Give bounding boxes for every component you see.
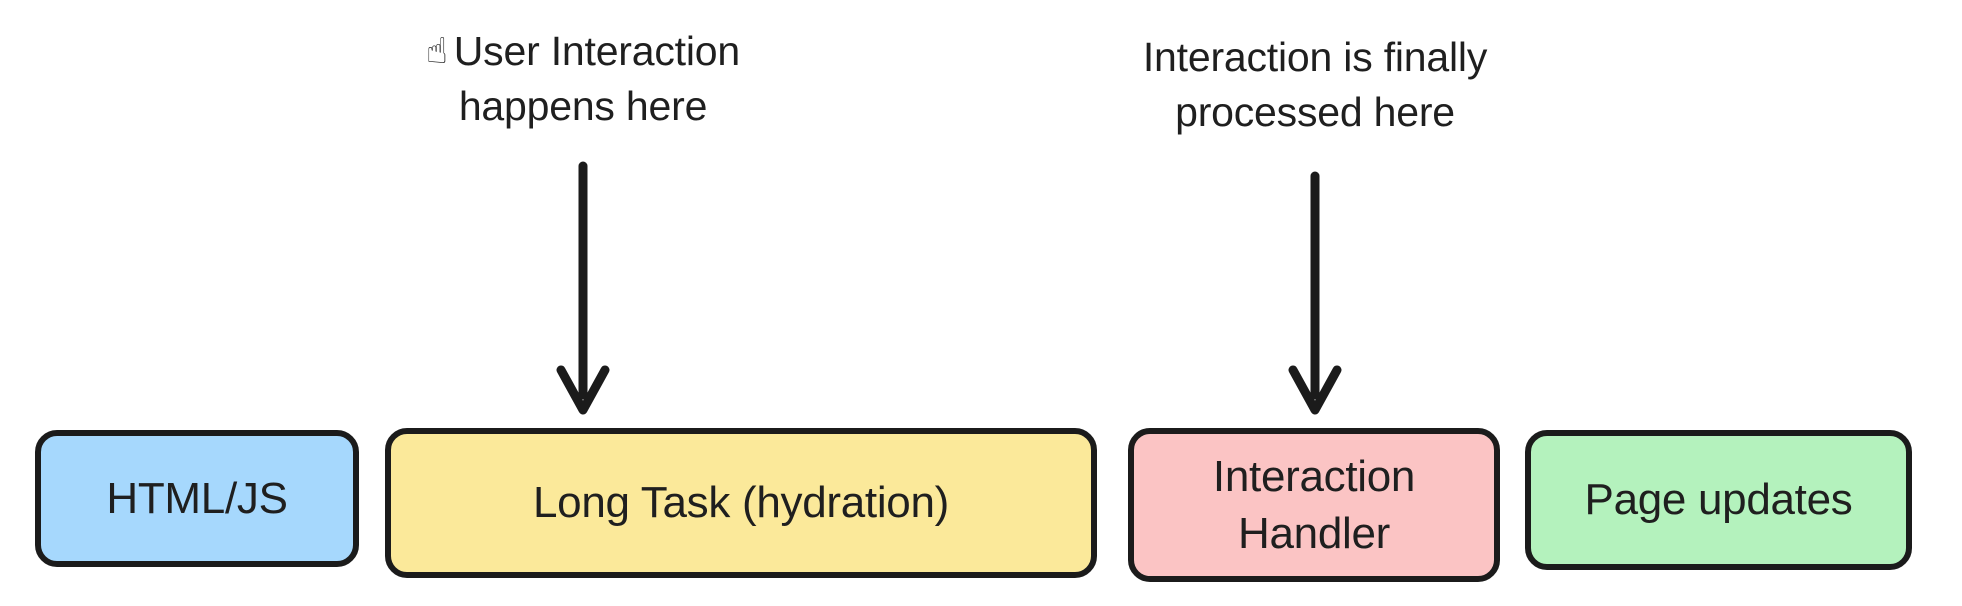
annotation-user-interaction-line-1: ☝User Interaction [426,24,740,79]
node-interaction-handler[interactable]: Interaction Handler [1128,428,1500,582]
node-long-task-label: Long Task (hydration) [532,478,950,528]
annotation-interaction-processed: Interaction is finally processed here [1143,30,1487,139]
node-html-js-label: HTML/JS [106,473,288,523]
annotation-interaction-processed-line-1: Interaction is finally [1142,34,1488,80]
pointing-up-finger-icon: ☝ [426,31,448,72]
annotation-user-interaction-text-1: User Interaction [453,28,740,74]
annotation-user-interaction: ☝User Interaction happens here [426,24,740,133]
annotation-user-interaction-line-2: happens here [458,82,708,129]
node-interaction-handler-label-line-1: Interaction [1212,451,1416,501]
arrow-user-interaction-to-long-task [556,161,610,415]
node-html-js[interactable]: HTML/JS [35,430,359,567]
node-page-updates[interactable]: Page updates [1525,430,1912,570]
node-interaction-handler-label: Interaction Handler [1213,448,1415,562]
node-page-updates-label: Page updates [1584,475,1853,525]
arrow-interaction-processed-to-handler [1288,171,1342,415]
annotation-interaction-processed-line-2: processed here [1175,88,1455,135]
node-long-task[interactable]: Long Task (hydration) [385,428,1097,578]
node-interaction-handler-label-line-2: Handler [1238,509,1390,558]
